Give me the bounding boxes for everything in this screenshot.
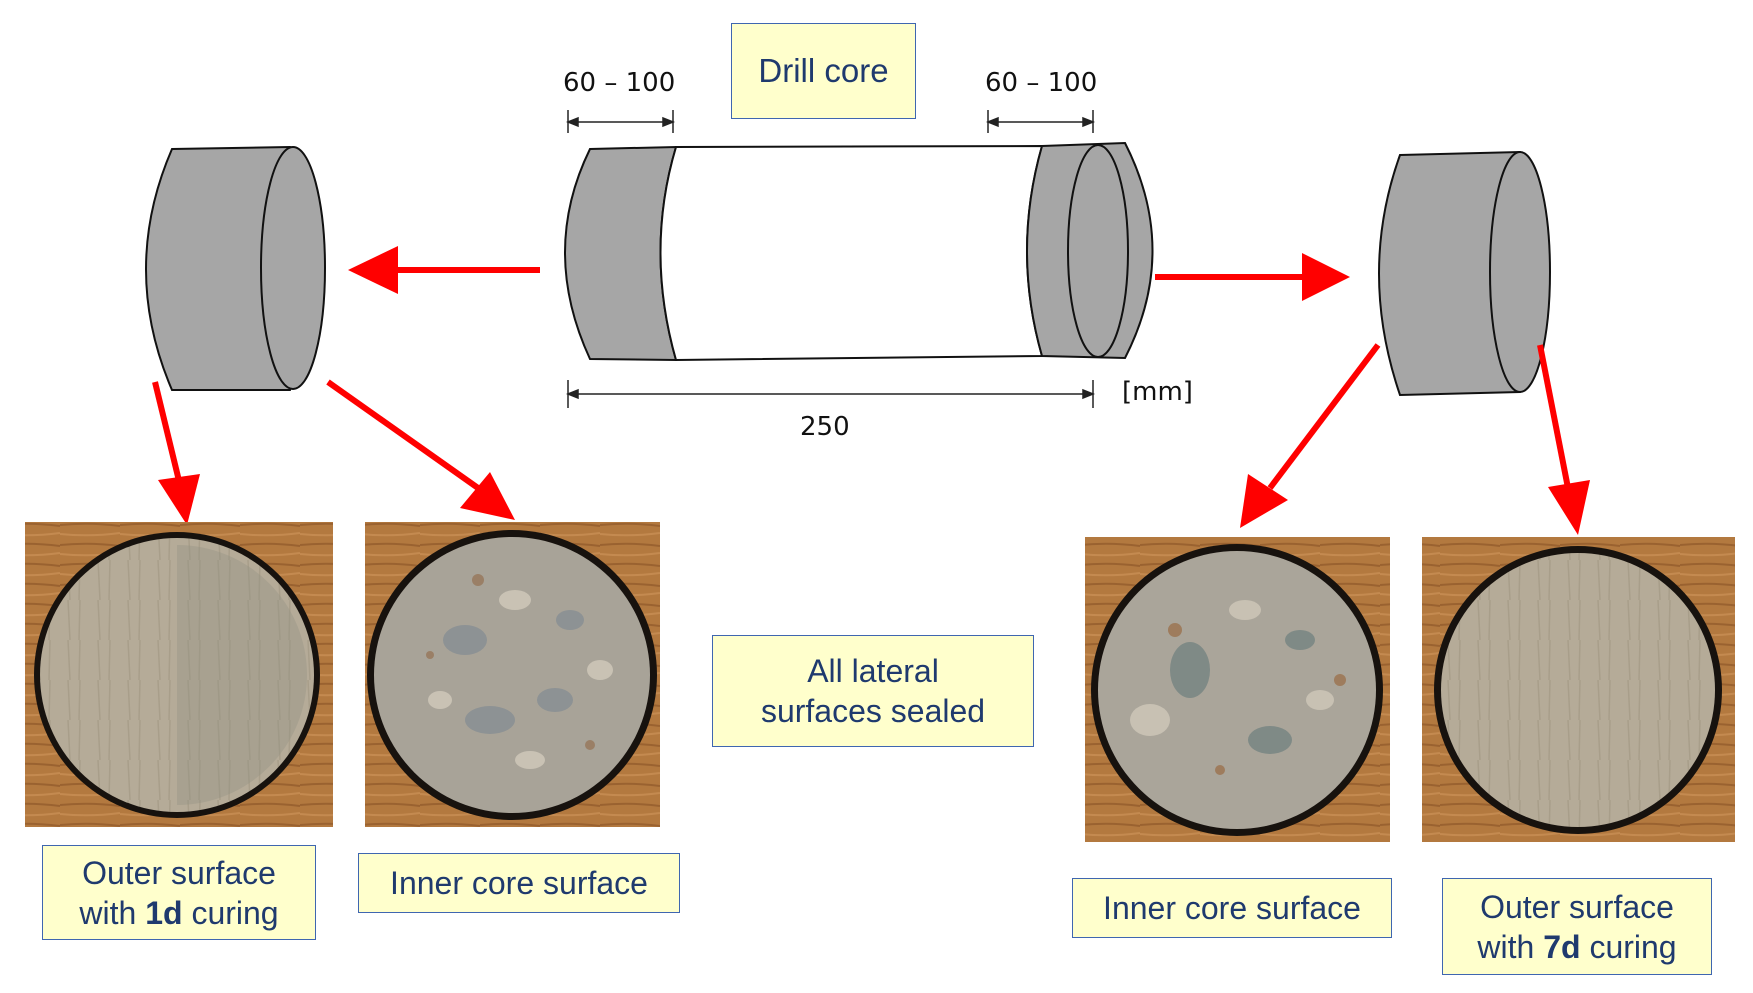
caption-left-inner: Inner core surface	[358, 853, 680, 913]
caption-right-outer-line2: with 7d curing	[1477, 927, 1676, 967]
caption-left-outer-post: curing	[182, 894, 279, 931]
caption-right-outer-line1: Outer surface	[1480, 888, 1674, 925]
caption-right-outer-bold: 7d	[1543, 928, 1581, 965]
caption-left-outer-pre: with	[79, 894, 146, 931]
arrow-core-to-left-disc	[348, 246, 540, 294]
dimension-right-end: 60 – 100	[985, 68, 1098, 98]
dimension-unit: [mm]	[1122, 377, 1193, 407]
dimension-left-end: 60 – 100	[563, 68, 676, 98]
arrow-left-disc-to-inner-photo	[326, 379, 515, 520]
dimension-total-length: 250	[800, 412, 850, 442]
sealed-note-line2: surfaces sealed	[760, 693, 986, 729]
photo-right-outer-surface	[1422, 537, 1735, 842]
caption-left-outer-bold: 1d	[145, 894, 183, 931]
caption-left-outer-line1: Outer surface	[82, 854, 276, 891]
caption-left-outer: Outer surface with 1d curing	[42, 845, 316, 940]
photo-right-inner-surface	[1085, 537, 1390, 842]
caption-left-outer-line2: with 1d curing	[79, 893, 278, 933]
caption-right-outer-pre: with	[1477, 928, 1544, 965]
left-disc	[145, 145, 326, 391]
photo-left-outer-surface	[25, 522, 333, 827]
caption-right-outer: Outer surface with 7d curing	[1442, 878, 1712, 975]
drill-core-cylinder	[564, 141, 1154, 362]
caption-left-inner-text: Inner core surface	[390, 865, 648, 901]
sealed-note-line1: All lateral	[807, 653, 939, 689]
arrow-right-disc-to-outer-photo	[1537, 344, 1590, 535]
right-disc	[1378, 150, 1551, 397]
arrow-right-disc-to-inner-photo	[1240, 343, 1381, 528]
caption-right-inner-text: Inner core surface	[1103, 890, 1361, 926]
dimension-lines	[565, 110, 1096, 408]
arrow-left-disc-to-outer-photo	[152, 381, 200, 525]
arrows	[152, 246, 1590, 535]
sealed-note: All lateral surfaces sealed	[712, 635, 1034, 747]
arrow-core-to-right-disc	[1155, 253, 1350, 301]
caption-right-outer-post: curing	[1580, 928, 1677, 965]
photo-left-inner-surface	[365, 522, 660, 827]
drill-core-title-text: Drill core	[758, 52, 889, 90]
caption-right-inner: Inner core surface	[1072, 878, 1392, 938]
drill-core-title: Drill core	[731, 23, 916, 119]
